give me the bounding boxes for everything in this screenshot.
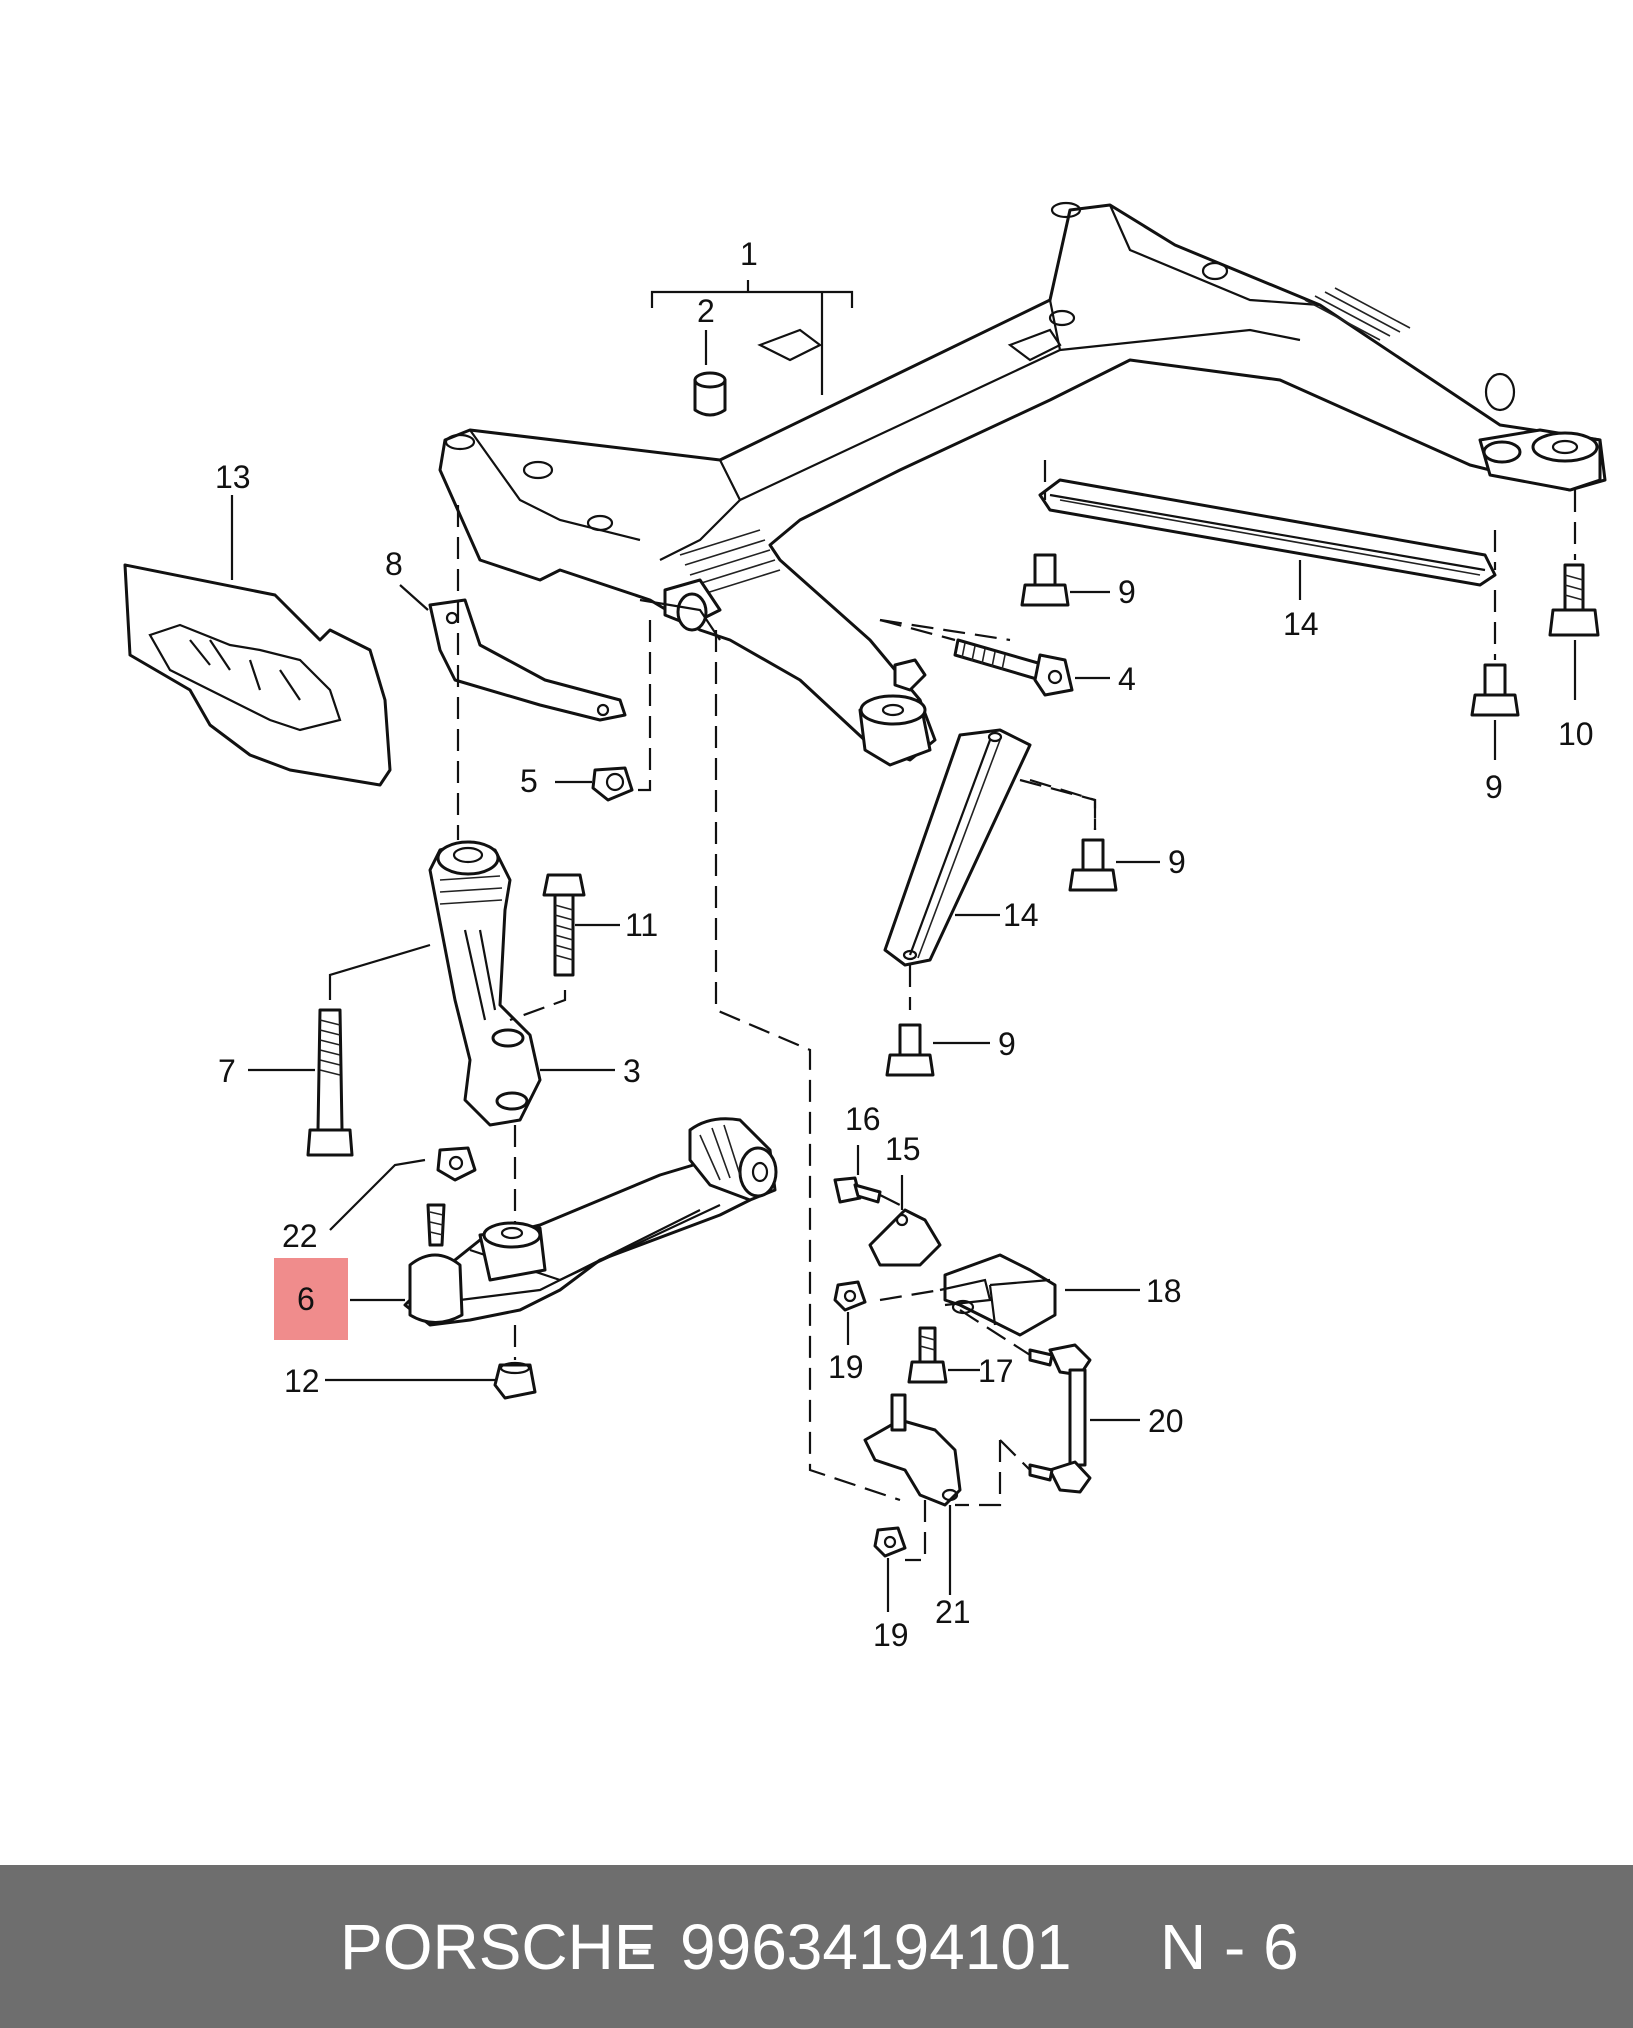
bolt-9-d <box>885 1023 990 1077</box>
part-9-bolts <box>885 553 1520 1077</box>
part-17-bolt <box>907 1326 980 1384</box>
part-6-control-arm <box>350 1117 778 1327</box>
callout-9: 9 <box>1485 769 1503 805</box>
part-2-sleeve <box>693 330 727 417</box>
callout-5: 5 <box>520 763 538 799</box>
part-15-bracket <box>868 1175 942 1267</box>
callout-3: 3 <box>623 1053 641 1089</box>
callout-labels: 1 2 13 8 9 14 4 10 9 5 9 11 14 7 3 9 16 … <box>215 236 1594 1653</box>
footer-bar: PORSCHE - 99634194101 N - 6 <box>0 1865 1633 2028</box>
part-22-nut <box>329 1146 477 1231</box>
parts-diagram: 1 2 13 8 9 14 4 10 9 5 9 11 14 7 3 9 16 … <box>123 201 1607 1653</box>
callout-9: 9 <box>1168 844 1186 880</box>
bolt-9-a <box>1020 553 1110 607</box>
callout-15: 15 <box>885 1131 921 1167</box>
part-19-nut-upper <box>833 1280 867 1345</box>
callout-4: 4 <box>1118 661 1136 697</box>
callout-12: 12 <box>284 1363 320 1399</box>
part-14-strip-upper <box>1038 460 1497 600</box>
callout-11: 11 <box>625 907 658 943</box>
callout-2: 2 <box>697 293 715 329</box>
callout-20: 20 <box>1148 1403 1184 1439</box>
callout-7: 7 <box>218 1053 236 1089</box>
part-16-bolt <box>833 1145 901 1206</box>
callout-8: 8 <box>385 546 403 582</box>
part-8-bracket <box>399 584 627 722</box>
part-5-nut <box>555 620 652 802</box>
part-3-strut <box>428 840 615 1127</box>
brand-label: PORSCHE <box>340 1911 657 1983</box>
callout-1-bracket <box>650 280 854 395</box>
bolt-9-b <box>1470 590 1520 760</box>
part-18-sensor <box>879 1253 1140 1337</box>
callout-10: 10 <box>1558 716 1594 752</box>
callout-6-highlight <box>274 1258 348 1340</box>
separator: - <box>630 1911 652 1983</box>
callout-17: 17 <box>978 1353 1014 1389</box>
callout-21: 21 <box>935 1594 971 1630</box>
callout-19: 19 <box>828 1349 864 1385</box>
part-14-strip-lower <box>883 728 1097 1010</box>
part-12-nut <box>325 1325 537 1400</box>
callout-16: 16 <box>845 1101 881 1137</box>
callout-14: 14 <box>1003 897 1039 933</box>
callout-9: 9 <box>998 1026 1016 1062</box>
part-11-bolt <box>509 873 620 1022</box>
callout-14: 14 <box>1283 606 1319 642</box>
part-4-bolt <box>879 618 1110 697</box>
part-number: 99634194101 <box>680 1911 1072 1983</box>
part-20-link-rod <box>959 1309 1140 1494</box>
part-13-shield <box>123 495 392 787</box>
part-10-bolt <box>1548 490 1600 700</box>
callout-18: 18 <box>1146 1273 1182 1309</box>
callout-1: 1 <box>740 236 758 272</box>
callout-19: 19 <box>873 1617 909 1653</box>
part-21-bracket <box>863 1393 1002 1595</box>
callout-13: 13 <box>215 459 251 495</box>
callout-22: 22 <box>282 1218 318 1254</box>
part-19-nut-lower <box>873 1526 907 1612</box>
callout-9: 9 <box>1118 574 1136 610</box>
subframe <box>438 201 1607 767</box>
part-7-bolt <box>248 943 431 1157</box>
callout-6: 6 <box>297 1281 315 1317</box>
bolt-9-c <box>1068 838 1160 892</box>
position-label: N - 6 <box>1160 1911 1299 1983</box>
